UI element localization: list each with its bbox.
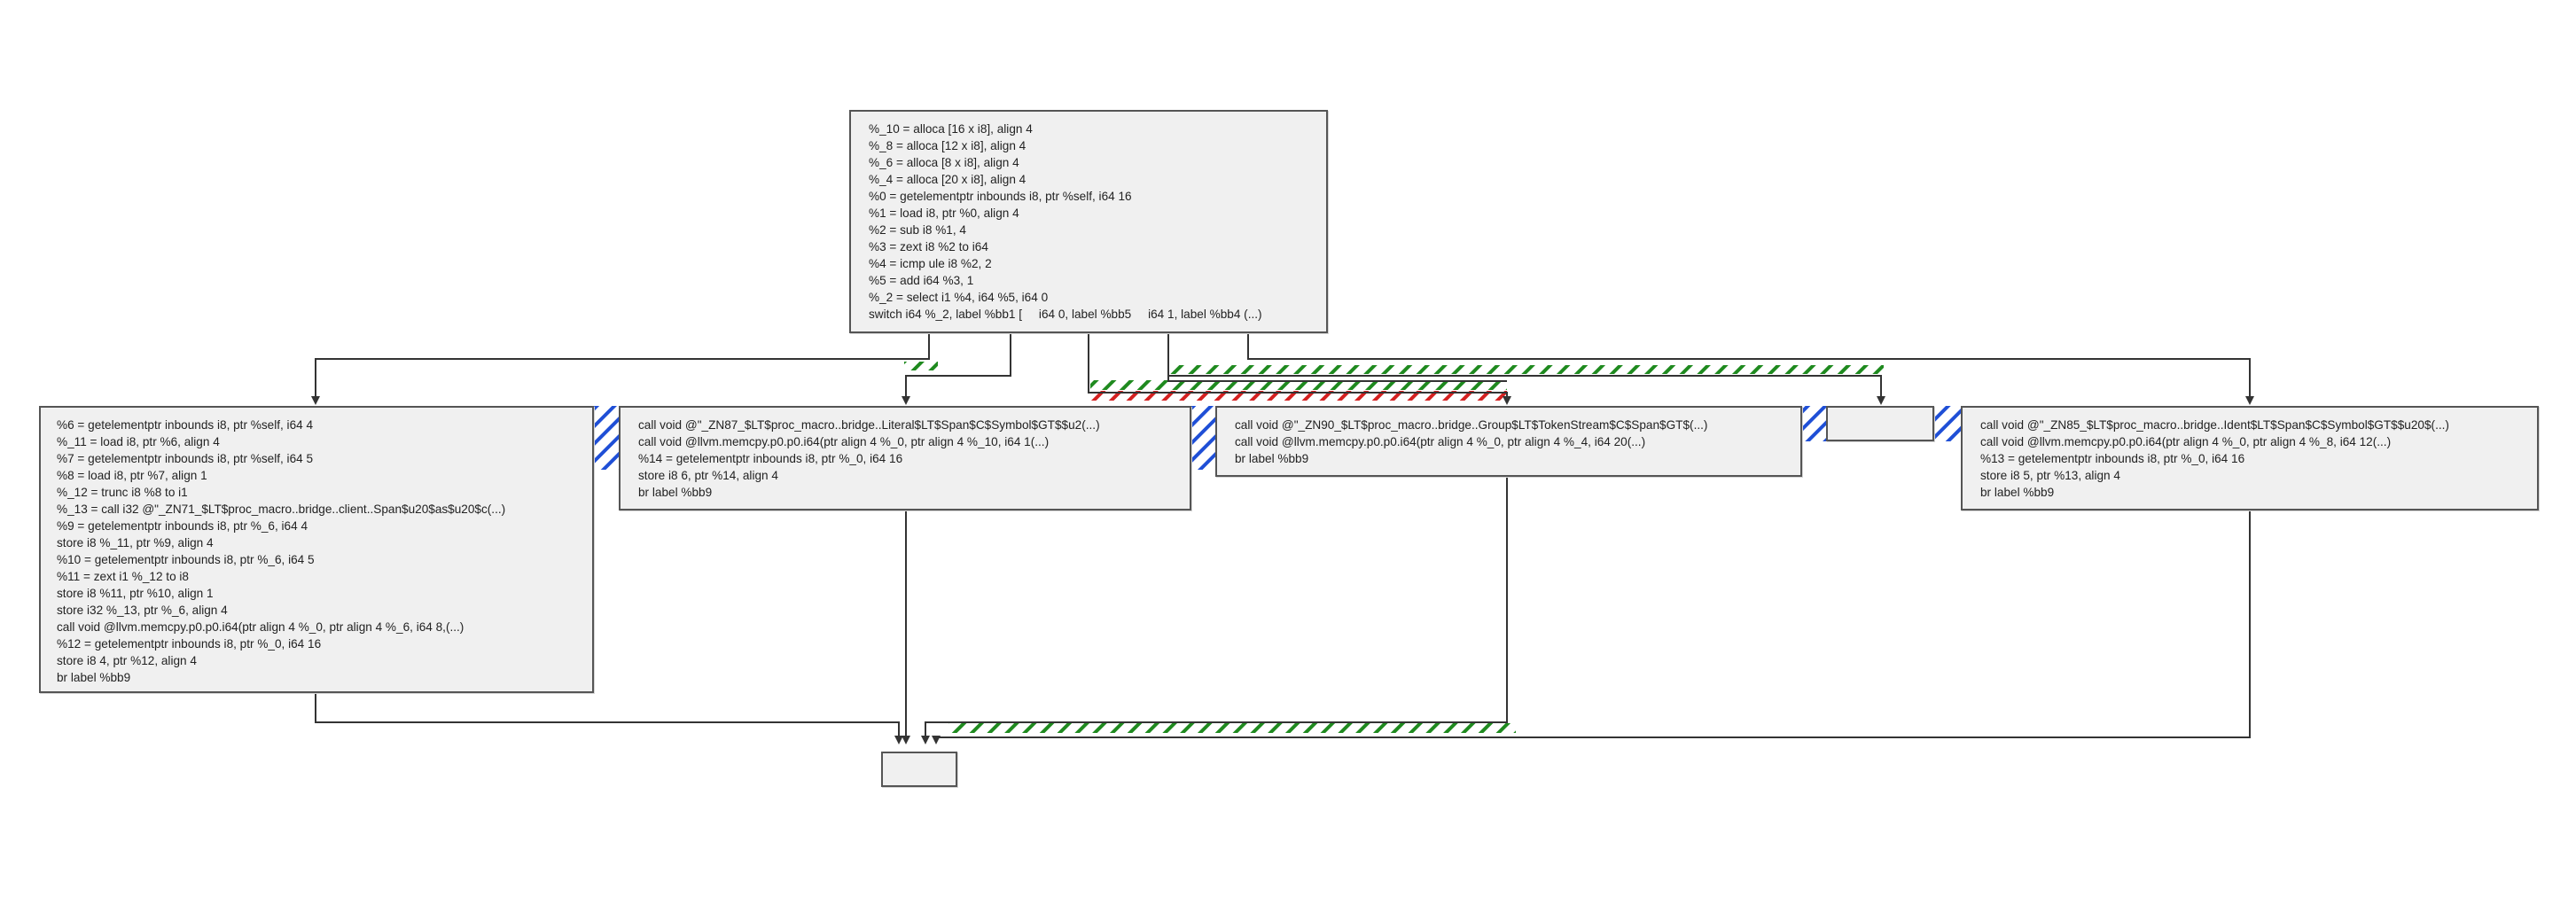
edge-hatch-green-1	[904, 362, 938, 370]
code-line: %1 = load i8, ptr %0, align 4	[869, 207, 1019, 220]
code-line: call void @llvm.memcpy.p0.p0.i64(ptr ali…	[57, 620, 464, 634]
edge-bb1-bb9	[315, 693, 903, 744]
code-line: %9 = getelementptr inbounds i8, ptr %_6,…	[57, 519, 308, 533]
cfg-node-group: call void @"_ZN90_$LT$proc_macro..bridge…	[1215, 406, 1802, 477]
cfg-node-ident: call void @"_ZN85_$LT$proc_macro..bridge…	[1961, 406, 2539, 510]
code-line: %12 = getelementptr inbounds i8, ptr %_0…	[57, 637, 322, 651]
code-line: %_12 = trunc i8 %8 to i1	[57, 486, 188, 499]
code-line: store i8 %11, ptr %10, align 1	[57, 587, 214, 600]
code-line: call void @"_ZN85_$LT$proc_macro..bridge…	[1980, 418, 2449, 432]
code-line: %_8 = alloca [12 x i8], align 4	[869, 139, 1026, 152]
cfg-node-bb1: %6 = getelementptr inbounds i8, ptr %sel…	[39, 406, 594, 693]
edge-hatch-green-3	[1170, 365, 1884, 374]
node-code-entry: %_10 = alloca [16 x i8], align 4 %_8 = al…	[869, 121, 1262, 323]
code-line: br label %bb9	[1980, 486, 2055, 499]
code-line: %7 = getelementptr inbounds i8, ptr %sel…	[57, 452, 314, 465]
code-line: call void @llvm.memcpy.p0.p0.i64(ptr ali…	[1235, 435, 1646, 448]
code-line: %_2 = select i1 %4, i64 %5, i64 0	[869, 291, 1049, 304]
edge-ident-bb9	[932, 510, 2251, 744]
code-line: call void @"_ZN87_$LT$proc_macro..bridge…	[638, 418, 1100, 432]
code-line: store i8 4, ptr %12, align 4	[57, 654, 197, 667]
code-line: %_13 = call i32 @"_ZN71_$LT$proc_macro..…	[57, 503, 506, 516]
edge-hatch-blue-2	[1191, 406, 1215, 470]
edge-hatch-blue-3	[1802, 406, 1826, 441]
edge-hatch-blue-1	[594, 406, 619, 470]
code-line: %2 = sub i8 %1, 4	[869, 223, 966, 237]
code-line: %5 = add i64 %3, 1	[869, 274, 974, 287]
edge-entry-unreachable	[1167, 333, 1885, 405]
cfg-node-entry: %_10 = alloca [16 x i8], align 4 %_8 = al…	[849, 110, 1328, 333]
code-line: %_4 = alloca [20 x i8], align 4	[869, 173, 1026, 186]
code-line: call void @llvm.memcpy.p0.p0.i64(ptr ali…	[1980, 435, 2392, 448]
code-line: %14 = getelementptr inbounds i8, ptr %_0…	[638, 452, 903, 465]
code-line: call void @"_ZN90_$LT$proc_macro..bridge…	[1235, 418, 1708, 432]
code-line: call void @llvm.memcpy.p0.p0.i64(ptr ali…	[638, 435, 1050, 448]
code-line: switch i64 %_2, label %bb1 [ i64 0, labe…	[869, 308, 1262, 321]
edge-hatch-green-4	[948, 723, 1516, 733]
cfg-node-bb9: ret void	[881, 752, 957, 787]
code-line: br label %bb9	[1235, 452, 1309, 465]
code-line: %4 = icmp ule i8 %2, 2	[869, 257, 992, 270]
code-line: %3 = zext i8 %2 to i64	[869, 240, 988, 253]
cfg-node-literal: call void @"_ZN87_$LT$proc_macro..bridge…	[619, 406, 1191, 510]
code-line: store i8 5, ptr %13, align 4	[1980, 469, 2120, 482]
edge-entry-group-1	[1088, 333, 1511, 405]
code-line: store i8 6, ptr %14, align 4	[638, 469, 778, 482]
code-line: store i32 %_13, ptr %_6, align 4	[57, 604, 228, 617]
cfg-node-unreachable: unreachable	[1826, 406, 1934, 441]
code-line: %0 = getelementptr inbounds i8, ptr %sel…	[869, 190, 1132, 203]
code-line: br label %bb9	[638, 486, 713, 499]
edge-hatch-green-2	[1090, 380, 1507, 390]
code-line: %_6 = alloca [8 x i8], align 4	[869, 156, 1019, 169]
code-line: %_11 = load i8, ptr %6, align 4	[57, 435, 220, 448]
code-line: %6 = getelementptr inbounds i8, ptr %sel…	[57, 418, 314, 432]
edge-entry-ident	[1247, 333, 2254, 405]
code-line: br label %bb9	[57, 671, 131, 684]
code-line: %_10 = alloca [16 x i8], align 4	[869, 122, 1033, 136]
code-line: %13 = getelementptr inbounds i8, ptr %_0…	[1980, 452, 2245, 465]
node-code-ident: call void @"_ZN85_$LT$proc_macro..bridge…	[1980, 417, 2449, 501]
code-line: %10 = getelementptr inbounds i8, ptr %_6…	[57, 553, 315, 566]
edge-entry-bb1	[311, 333, 930, 405]
edge-entry-literal	[902, 333, 1011, 405]
edge-hatch-blue-4	[1934, 406, 1961, 441]
node-code-bb1: %6 = getelementptr inbounds i8, ptr %sel…	[57, 417, 505, 686]
node-code-literal: call void @"_ZN87_$LT$proc_macro..bridge…	[638, 417, 1100, 501]
code-line: %8 = load i8, ptr %7, align 1	[57, 469, 207, 482]
node-code-group: call void @"_ZN90_$LT$proc_macro..bridge…	[1235, 417, 1707, 467]
edge-group-bb9	[921, 477, 1508, 744]
code-line: %11 = zext i1 %_12 to i8	[57, 570, 189, 583]
edge-hatch-red	[1090, 391, 1507, 401]
code-line: store i8 %_11, ptr %9, align 4	[57, 536, 214, 549]
